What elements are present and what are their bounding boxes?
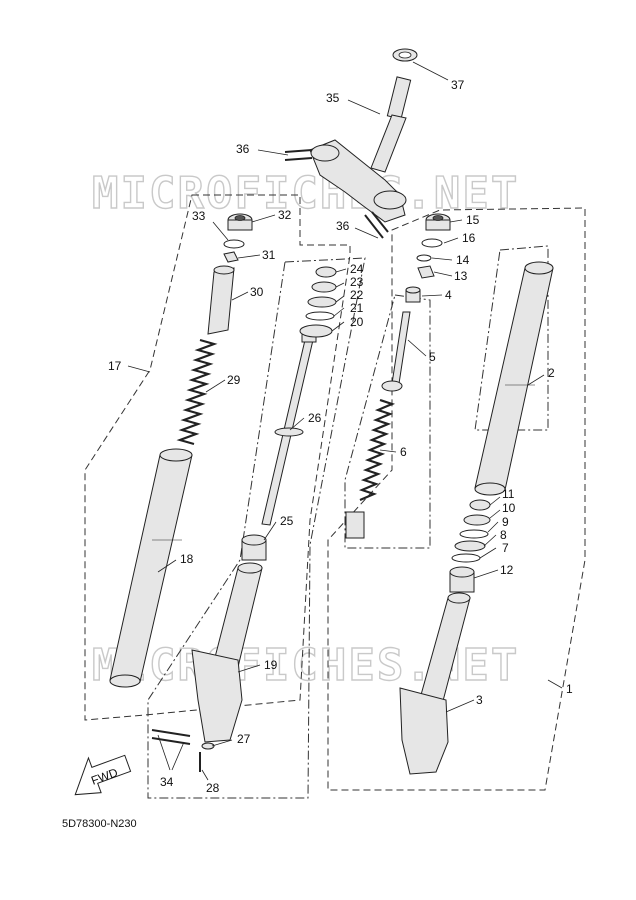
bolts-36-bottom [364, 211, 389, 239]
inner-tube-19 [191, 562, 263, 743]
callout-6: 6 [400, 445, 407, 459]
callout-36-bottom: 36 [336, 219, 350, 233]
washer-14 [416, 254, 432, 262]
callout-26: 26 [308, 411, 322, 425]
seal-37 [392, 48, 418, 62]
callout-22: 22 [350, 288, 364, 302]
callout-16: 16 [462, 231, 476, 245]
callout-14: 14 [456, 253, 470, 267]
callout-27: 27 [237, 732, 251, 746]
callout-8: 8 [500, 528, 507, 542]
callout-18: 18 [180, 552, 194, 566]
callout-34: 34 [160, 775, 174, 789]
callout-25: 25 [280, 514, 294, 528]
oring-33 [223, 239, 245, 249]
callout-35: 35 [326, 91, 340, 105]
adjuster-4 [405, 286, 421, 303]
callout-4: 4 [445, 288, 452, 302]
callout-37: 37 [451, 78, 465, 92]
callout-21: 21 [350, 301, 364, 315]
nut-31 [223, 251, 239, 263]
spring-29 [176, 338, 218, 446]
callout-19: 19 [264, 658, 278, 672]
callout-28: 28 [206, 781, 220, 795]
collar-below-6 [345, 511, 365, 539]
callout-24: 24 [350, 262, 364, 276]
fwd-arrow: FWD [74, 754, 132, 796]
nut-13 [417, 265, 435, 279]
outer-tube-18 [109, 448, 193, 688]
bolts-34 [151, 729, 191, 745]
damper-rod-5 [381, 311, 411, 392]
callout-11: 11 [502, 487, 515, 501]
callout-30: 30 [250, 285, 264, 299]
callout-13: 13 [454, 269, 468, 283]
callout-1: 1 [566, 682, 573, 696]
cap-bolt-32 [227, 213, 253, 231]
diagram-code: 5D78300-N230 [62, 818, 137, 830]
callout-33: 33 [192, 209, 206, 223]
cartridge-26 [261, 327, 317, 526]
callout-7: 7 [502, 541, 509, 555]
washers-20-24 [299, 266, 337, 338]
outline-left-assembly [84, 194, 351, 721]
callout-17: 17 [108, 359, 122, 373]
spacer-30 [207, 265, 235, 335]
outline-left-inner [147, 257, 366, 799]
callout-36-top: 36 [236, 142, 250, 156]
leader-lines [127, 61, 563, 781]
callout-2: 2 [548, 366, 555, 380]
callout-3: 3 [476, 693, 483, 707]
callout-15: 15 [466, 213, 480, 227]
bleed-27-28 [199, 742, 215, 772]
watermark-top: MICROFICHES.NET [92, 168, 519, 219]
callout-5: 5 [429, 350, 436, 364]
outer-tube-2 [474, 261, 554, 496]
callout-9: 9 [502, 515, 509, 529]
cap-bolt-15 [425, 213, 451, 231]
seals-7-11 [451, 499, 491, 563]
spring-6 [358, 398, 396, 502]
callout-32: 32 [278, 208, 292, 222]
callout-23: 23 [350, 275, 364, 289]
callout-10: 10 [502, 501, 516, 515]
callout-12: 12 [500, 563, 514, 577]
oring-16 [421, 238, 443, 248]
outline-damper-group [344, 294, 431, 549]
outline-right-inner [474, 245, 549, 431]
bushing-25 [241, 534, 267, 561]
bushing-12 [449, 566, 475, 593]
callout-31: 31 [262, 248, 276, 262]
bolts-36-top [284, 149, 313, 161]
steering-stem [309, 76, 412, 223]
inner-tube-3 [399, 592, 471, 775]
callout-20: 20 [350, 315, 364, 329]
callout-29: 29 [227, 373, 241, 387]
